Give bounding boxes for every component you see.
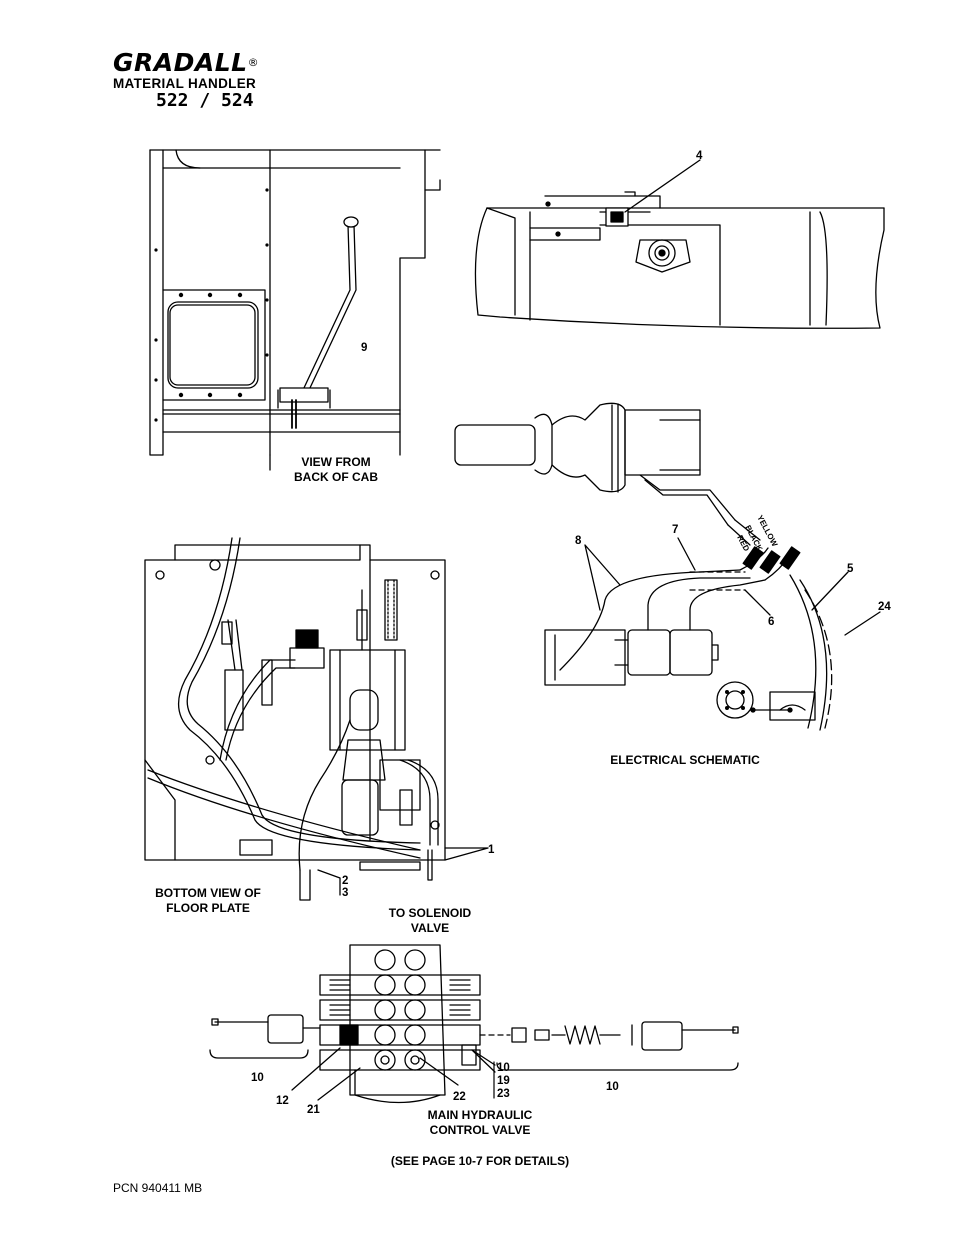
caption-see-page: (SEE PAGE 10-7 FOR DETAILS) [390, 1154, 570, 1168]
callout-10-stack: 10 [497, 1062, 510, 1074]
callout-19: 19 [497, 1075, 510, 1087]
callout-4: 4 [696, 150, 703, 162]
caption-to-solenoid: TO SOLENOID VALVE [388, 906, 472, 935]
caption-bottom-view: BOTTOM VIEW OF FLOOR PLATE [155, 886, 261, 915]
model-number: 522 / 524 [156, 90, 254, 111]
callout-10-left: 10 [251, 1072, 264, 1084]
brand-subtitle: MATERIAL HANDLER [113, 76, 257, 91]
callout-12: 12 [276, 1095, 289, 1107]
pcn-footer: PCN 940411 MB [113, 1181, 203, 1195]
cab-back-view [149, 149, 441, 471]
callout-24: 24 [878, 601, 891, 613]
gradall-logo: GRADALL® [113, 48, 260, 77]
callout-8: 8 [575, 535, 582, 547]
callout-3: 3 [342, 887, 348, 899]
callout-7: 7 [672, 524, 678, 536]
floor-plate-view [144, 537, 489, 901]
callout-23: 23 [497, 1088, 510, 1100]
callout-1: 1 [488, 844, 495, 856]
joystick-handle [454, 402, 761, 546]
callout-21: 21 [307, 1104, 320, 1116]
callout-2: 2 [342, 875, 348, 887]
caption-view-from-back: VIEW FROM BACK OF CAB [294, 455, 378, 484]
callout-6: 6 [768, 616, 774, 628]
callout-22: 22 [453, 1091, 466, 1103]
electrical-schematic-drawing [544, 537, 881, 731]
callout-10-right: 10 [606, 1081, 619, 1093]
main-valve-drawing [209, 944, 739, 1104]
caption-main-valve: MAIN HYDRAULIC CONTROL VALVE [427, 1108, 533, 1137]
brand-block: GRADALL® MATERIAL HANDLER 522 / 524 [113, 50, 313, 111]
callout-9: 9 [361, 342, 367, 354]
caption-electrical-schematic: ELECTRICAL SCHEMATIC [610, 753, 760, 767]
cab-side-view [474, 159, 885, 329]
callout-5: 5 [847, 563, 854, 575]
